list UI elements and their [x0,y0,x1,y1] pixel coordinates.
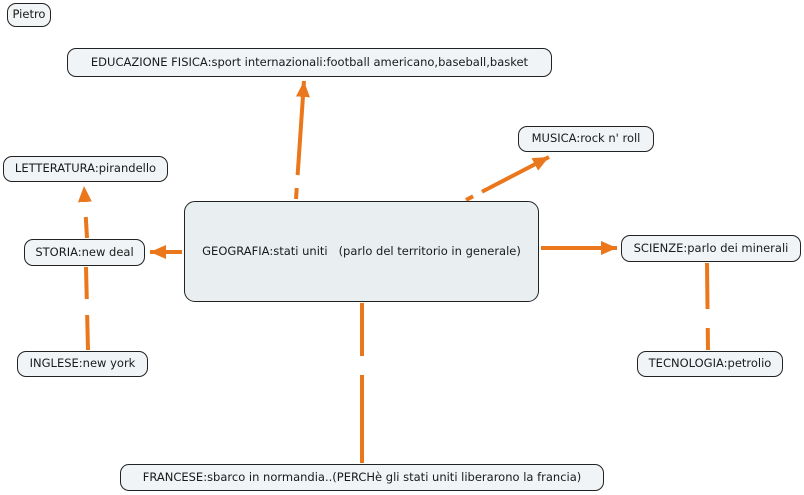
node-educazione-fisica[interactable]: EDUCAZIONE FISICA:sport internazionali:f… [67,48,552,77]
node-label-storia: STORIA:new deal [35,244,134,259]
node-scienze[interactable]: SCIENZE:parlo dei minerali [621,235,801,262]
node-label-pietro: Pietro [12,7,46,22]
connector-scienze-to-tecnologia [705,262,710,351]
node-label-geografia: GEOGRAFIA:stati uniti (parlo del territo… [202,243,521,258]
node-label-francese: FRANCESE:sbarco in normandia..(PERCHè gl… [142,469,582,484]
node-label-tecnologia: TECNOLOGIA:petrolio [648,356,772,371]
node-label-scienze: SCIENZE:parlo dei minerali [633,240,789,255]
node-storia[interactable]: STORIA:new deal [24,239,145,266]
node-label-educazione-fisica: EDUCAZIONE FISICA:sport internazionali:f… [90,54,529,69]
node-label-letteratura: LETTERATURA:pirandello [14,161,157,176]
connector-geografia-to-musica [465,155,550,202]
node-pietro[interactable]: Pietro [7,3,51,27]
node-label-inglese: INGLESE:new york [29,356,136,371]
node-geografia[interactable]: GEOGRAFIA:stati uniti (parlo del territo… [184,201,539,302]
connector-geografia-to-educazione-fisica [294,80,310,200]
node-letteratura[interactable]: LETTERATURA:pirandello [3,156,168,182]
node-francese[interactable]: FRANCESE:sbarco in normandia..(PERCHè gl… [120,464,604,491]
connector-inglese-to-storia [84,266,90,351]
connector-storia-to-letteratura [77,185,92,239]
node-musica[interactable]: MUSICA:rock n' roll [518,126,654,152]
node-label-musica: MUSICA:rock n' roll [531,131,641,146]
node-inglese[interactable]: INGLESE:new york [17,351,148,377]
node-tecnologia[interactable]: TECNOLOGIA:petrolio [637,351,783,377]
